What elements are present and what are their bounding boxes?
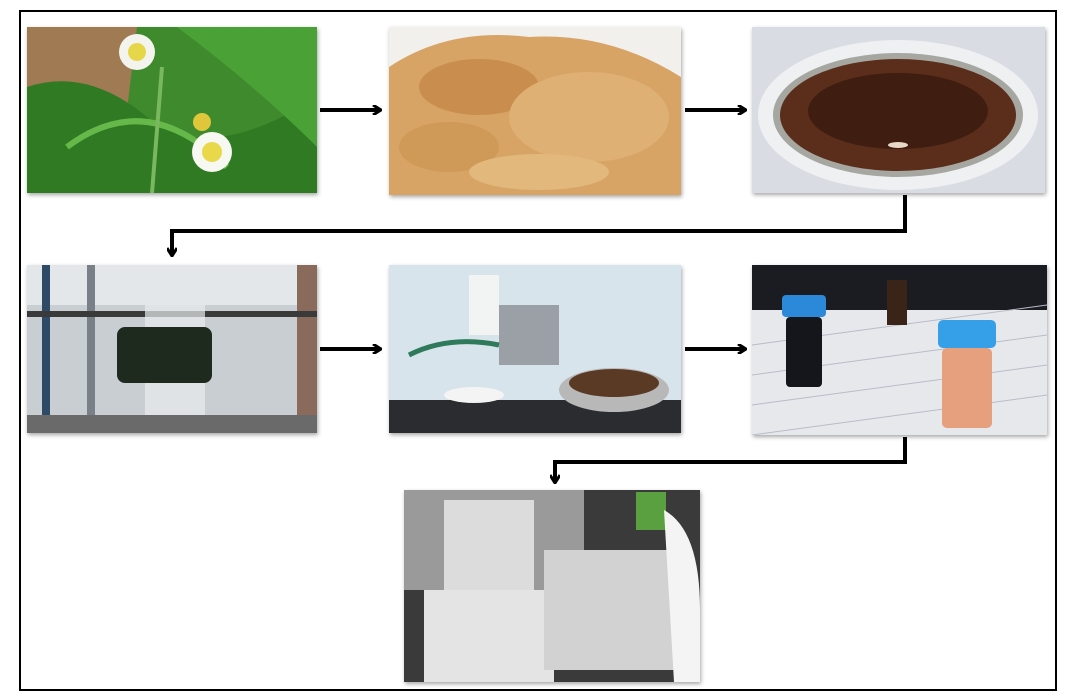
extract-in-dish-photo	[752, 27, 1045, 193]
dried-powder-photo	[389, 27, 681, 195]
diagram-frame	[19, 10, 1057, 691]
percolation-apparatus-photo	[27, 265, 317, 433]
rotary-evaporator-photo	[389, 265, 681, 433]
sample-vials-photo	[752, 265, 1047, 435]
plant-photo	[27, 27, 317, 193]
gc-ms-instrument-photo	[404, 490, 700, 682]
